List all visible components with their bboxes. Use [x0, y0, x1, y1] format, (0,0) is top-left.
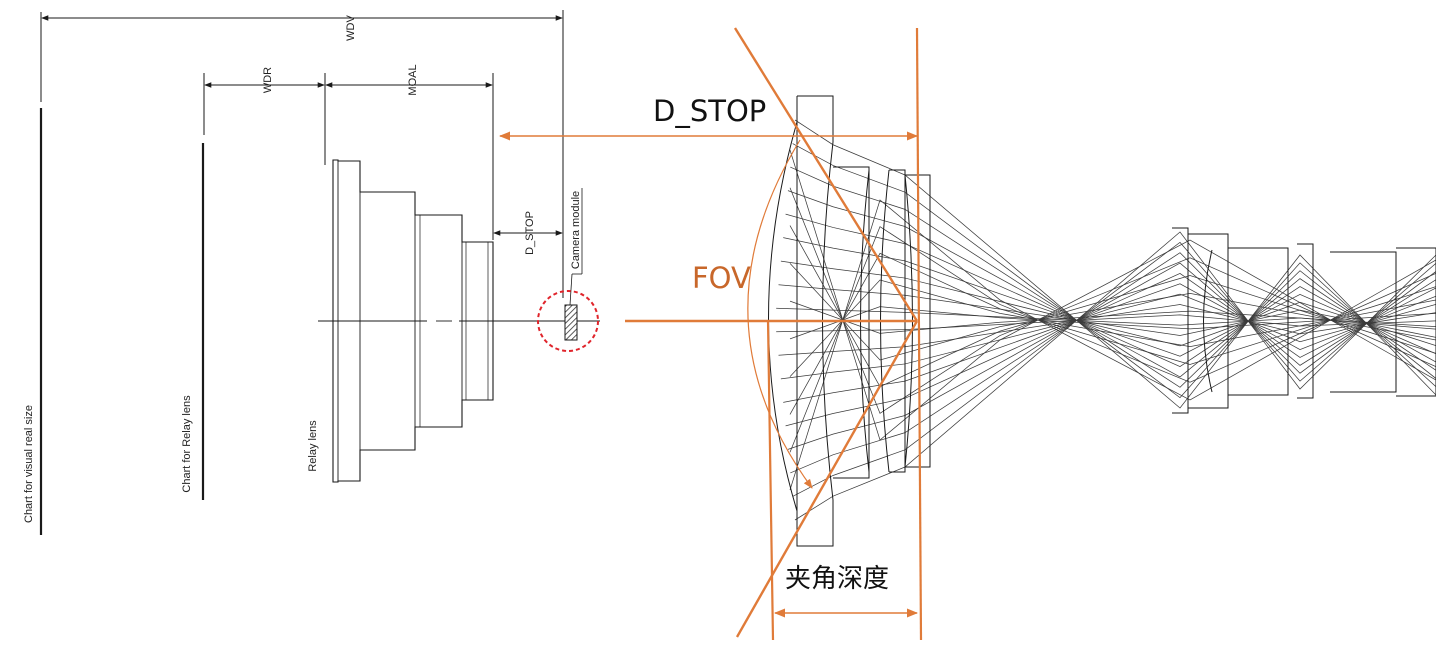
label-chart-relay: Chart for Relay lens: [181, 395, 193, 493]
left-technical-drawing: [41, 10, 600, 535]
camera-module-sensor: [565, 305, 577, 340]
label-d-stop-small: D_STOP: [524, 211, 536, 255]
rear-lens-group-1: [1172, 228, 1188, 413]
label-wdv: WDV: [345, 15, 357, 41]
label-chart-visual: Chart for visual real size: [23, 405, 35, 523]
stop-plane-line: [917, 28, 921, 640]
left-drawing-labels: WDV WDR MOAL D_STOP Camera module Relay …: [23, 15, 582, 523]
label-moal: MOAL: [407, 64, 419, 95]
label-d-stop-large: D_STOP: [653, 94, 766, 128]
ray-path: [790, 253, 1436, 473]
camera-module-leader: [570, 274, 572, 305]
label-relay-lens: Relay lens: [307, 420, 319, 472]
ray-path: [790, 226, 1436, 387]
ray-path: [790, 200, 1436, 490]
ray-path: [790, 167, 1436, 387]
ray-path: [790, 280, 1436, 377]
label-depth: 夹角深度: [785, 564, 889, 594]
ray-path: [790, 227, 1436, 453]
label-camera-module: Camera module: [570, 191, 582, 269]
label-fov: FOV: [692, 261, 751, 295]
label-wdr: WDR: [262, 67, 274, 93]
ray-path: [788, 191, 1436, 377]
ray-path: [793, 144, 1436, 398]
ray-path: [795, 232, 1436, 520]
ray-path: [788, 263, 1436, 449]
